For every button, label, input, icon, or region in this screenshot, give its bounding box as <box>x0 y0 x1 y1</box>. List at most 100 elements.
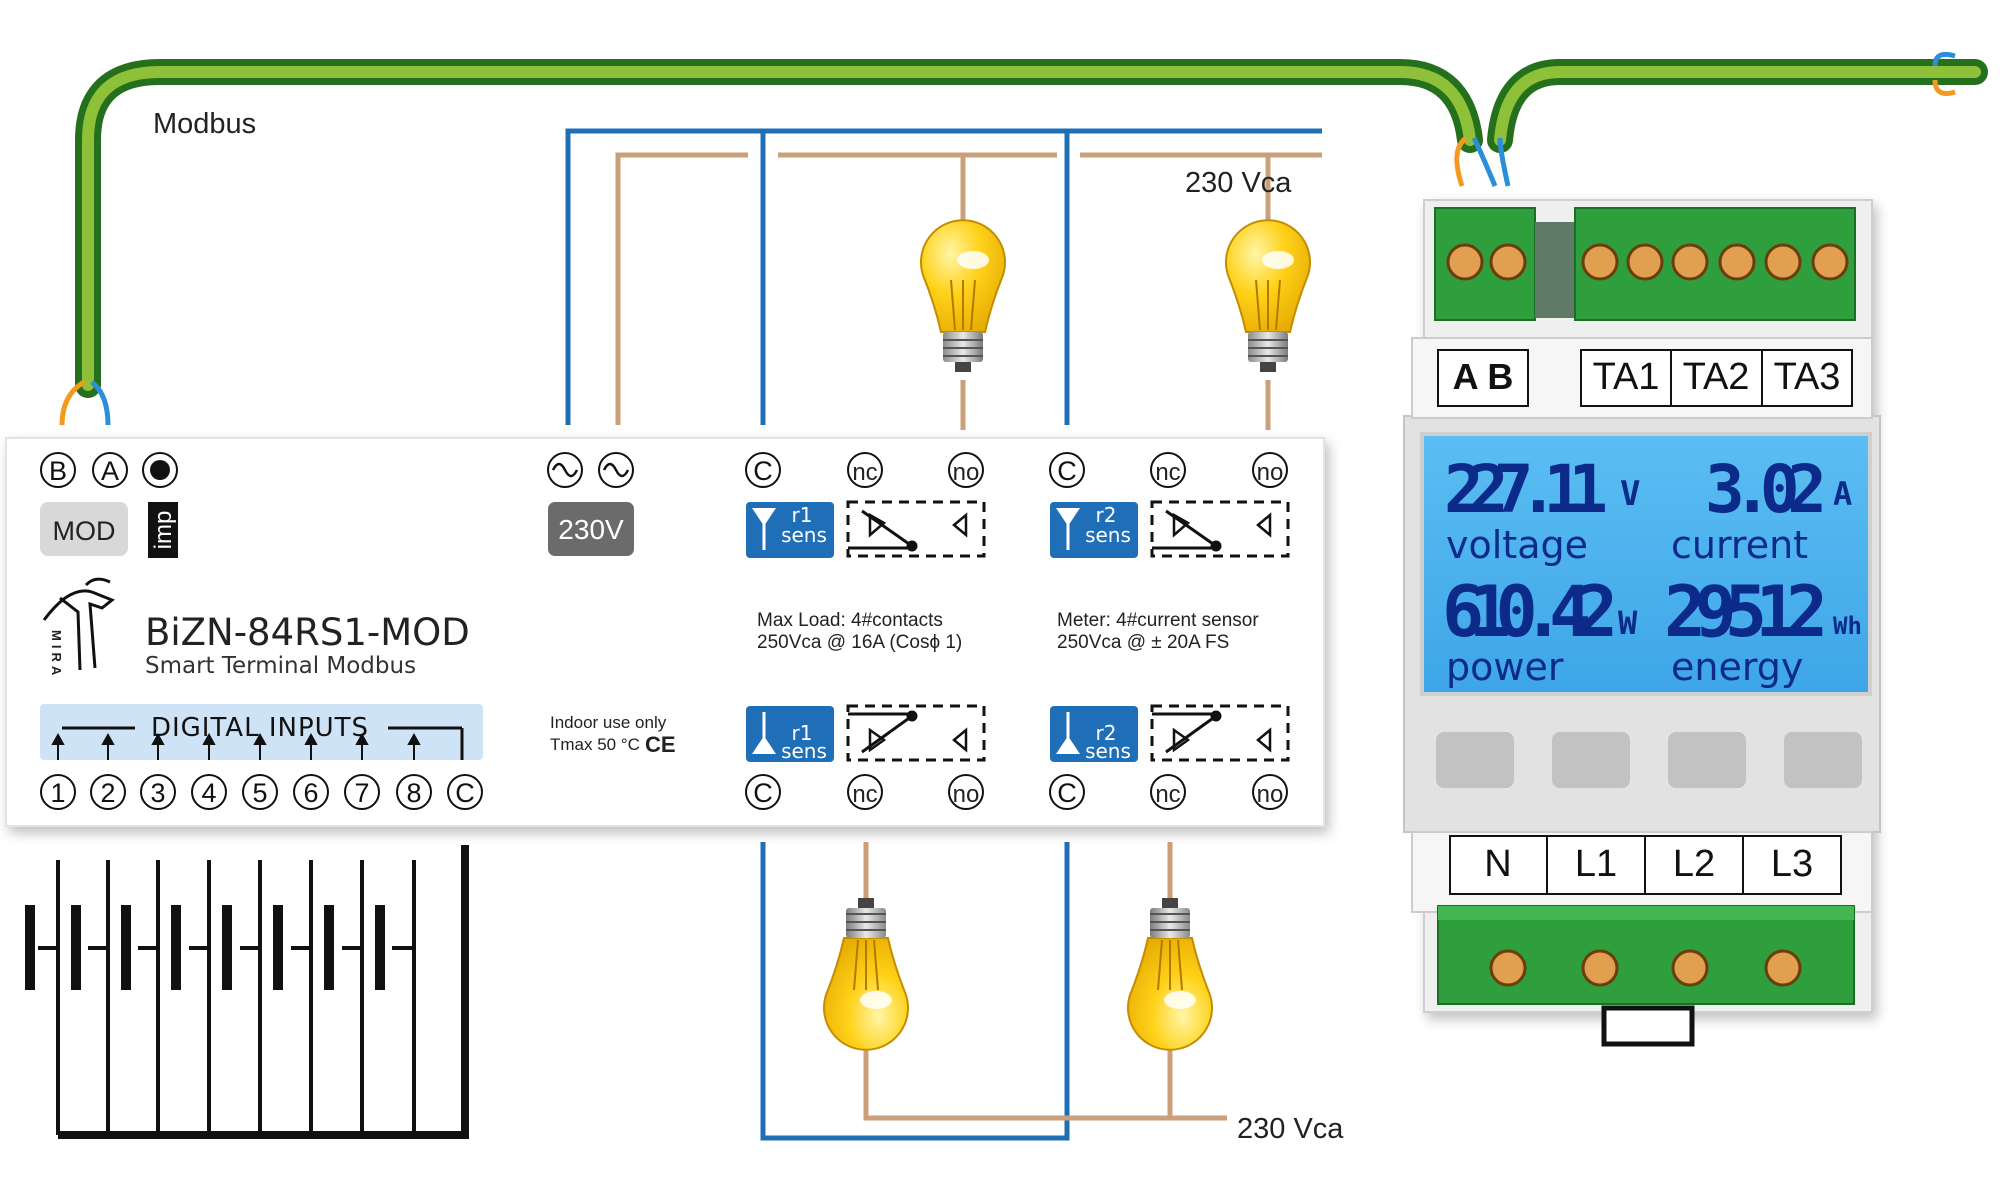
svg-text:TA1: TA1 <box>1593 356 1660 398</box>
relay2-bottom-terminals: C nc no <box>1049 774 1288 810</box>
indoor-line-2: Tmax 50 °C <box>550 735 640 754</box>
imp-label: imp <box>150 511 177 550</box>
input-terminal-2: 2 <box>90 774 126 810</box>
svg-text:no: no <box>1257 781 1284 808</box>
svg-text:TA2: TA2 <box>1683 356 1750 398</box>
power-badge <box>548 502 634 556</box>
energy-unit: Wh <box>1833 612 1862 640</box>
relay1-bottom-sens-badge: r1 sens <box>746 706 834 763</box>
current-label: current <box>1671 523 1808 567</box>
svg-text:N: N <box>1484 843 1511 885</box>
svg-text:4: 4 <box>201 778 216 808</box>
ac-terminal-1 <box>547 452 583 488</box>
svg-text:sens: sens <box>1085 523 1131 547</box>
bulb-icon <box>823 898 909 1051</box>
svg-text:1: 1 <box>50 778 65 808</box>
current-value: 3.02 <box>1705 451 1823 528</box>
svg-text:sens: sens <box>781 739 827 763</box>
voltage-value: 227.11 <box>1444 451 1605 528</box>
svg-text:nc: nc <box>852 459 877 486</box>
ground-terminal <box>142 452 178 488</box>
relay1-bottom-terminals: C nc no <box>745 774 984 810</box>
relay1-top-terminals: C nc no <box>745 452 984 488</box>
bulb-icon <box>1127 898 1213 1051</box>
mod-label: MOD <box>53 516 116 546</box>
power-wiring-bottom <box>760 842 1227 1141</box>
svg-text:r1: r1 <box>792 721 813 745</box>
mod-badge <box>40 502 128 556</box>
indoor-line-1: Indoor use only <box>550 713 667 732</box>
input-terminal-4: 4 <box>191 774 227 810</box>
svg-text:C: C <box>753 456 773 486</box>
relay1-bottom-contact <box>846 704 986 762</box>
input-terminal-7: 7 <box>344 774 380 810</box>
svg-text:no: no <box>953 459 980 486</box>
meter-button-3[interactable] <box>1668 732 1746 788</box>
meter-bottom-terminal-block <box>1437 905 1855 1005</box>
input-terminal-1: 1 <box>40 774 76 810</box>
svg-text:nc: nc <box>852 781 877 808</box>
svg-text:sens: sens <box>781 523 827 547</box>
current-unit: A <box>1833 475 1852 513</box>
bus-terminal-b: B <box>40 452 76 488</box>
input-terminal-3: 3 <box>140 774 176 810</box>
input-terminal-5: 5 <box>242 774 278 810</box>
model-name: BiZN-84RS1-MOD <box>145 611 470 654</box>
svg-text:no: no <box>953 781 980 808</box>
svg-text:L3: L3 <box>1771 843 1813 885</box>
svg-text:nc: nc <box>1155 459 1180 486</box>
power-label: power <box>1446 645 1564 689</box>
svg-text:8: 8 <box>406 778 421 808</box>
meter-lcd <box>1420 432 1872 696</box>
meter-spec-line-1: Meter: 4#current sensor <box>1057 610 1259 631</box>
relay2-sens-badge: r2 sens <box>1050 502 1138 558</box>
max-load-line-1: Max Load: 4#contacts <box>757 610 943 631</box>
relay2-top-terminals: C nc no <box>1049 452 1288 488</box>
svg-text:L2: L2 <box>1673 843 1715 885</box>
power-value: 610.42 <box>1442 571 1614 653</box>
vca-bottom-label: 230 Vca <box>1237 1113 1344 1145</box>
relay2-bottom-contact <box>1150 704 1290 762</box>
input-terminal-8: 8 <box>396 774 432 810</box>
bulb-icon <box>1225 219 1311 372</box>
svg-text:TA3: TA3 <box>1774 356 1841 398</box>
meter-button-4[interactable] <box>1784 732 1862 788</box>
svg-text:C: C <box>753 778 773 808</box>
imp-badge <box>148 502 178 558</box>
svg-text:r2: r2 <box>1096 503 1117 527</box>
svg-text:6: 6 <box>303 778 318 808</box>
input-terminal-c: C <box>447 774 483 810</box>
ce-mark: CE <box>645 732 676 757</box>
modbus-label: Modbus <box>153 108 256 140</box>
svg-text:2: 2 <box>100 778 115 808</box>
relay2-bottom-sens-badge: r2 sens <box>1050 706 1138 763</box>
svg-text:B: B <box>49 456 67 486</box>
svg-text:C: C <box>1057 456 1077 486</box>
svg-text:sens: sens <box>1085 739 1131 763</box>
svg-text:r2: r2 <box>1096 721 1117 745</box>
vca-top-label: 230 Vca <box>1185 167 1292 199</box>
bulb-icon <box>920 219 1006 372</box>
svg-text:r1: r1 <box>792 503 813 527</box>
power-label: 230V <box>558 514 624 545</box>
input-arrows <box>51 732 421 760</box>
meter-button-1[interactable] <box>1436 732 1514 788</box>
meter-spec-line-2: 250Vca @ ± 20A FS <box>1057 632 1229 653</box>
svg-text:no: no <box>1257 459 1284 486</box>
svg-text:nc: nc <box>1155 781 1180 808</box>
svg-text:A B: A B <box>1453 356 1514 397</box>
input-switches <box>25 845 469 1139</box>
meter-bottom-labels: N L1 L2 L3 <box>1449 835 1842 895</box>
voltage-label: voltage <box>1446 523 1588 567</box>
logo-text: MIRA <box>49 630 64 679</box>
svg-text:C: C <box>1057 778 1077 808</box>
meter-button-2[interactable] <box>1552 732 1630 788</box>
modbus-cable <box>59 51 1988 426</box>
bus-terminal-a: A <box>92 452 128 488</box>
meter-top-terminal-block <box>1434 207 1856 321</box>
ac-terminal-2 <box>598 452 634 488</box>
mira-logo <box>42 577 115 671</box>
max-load-line-2: 250Vca @ 16A (Cosϕ 1) <box>757 632 962 653</box>
model-subtitle: Smart Terminal Modbus <box>145 653 416 679</box>
